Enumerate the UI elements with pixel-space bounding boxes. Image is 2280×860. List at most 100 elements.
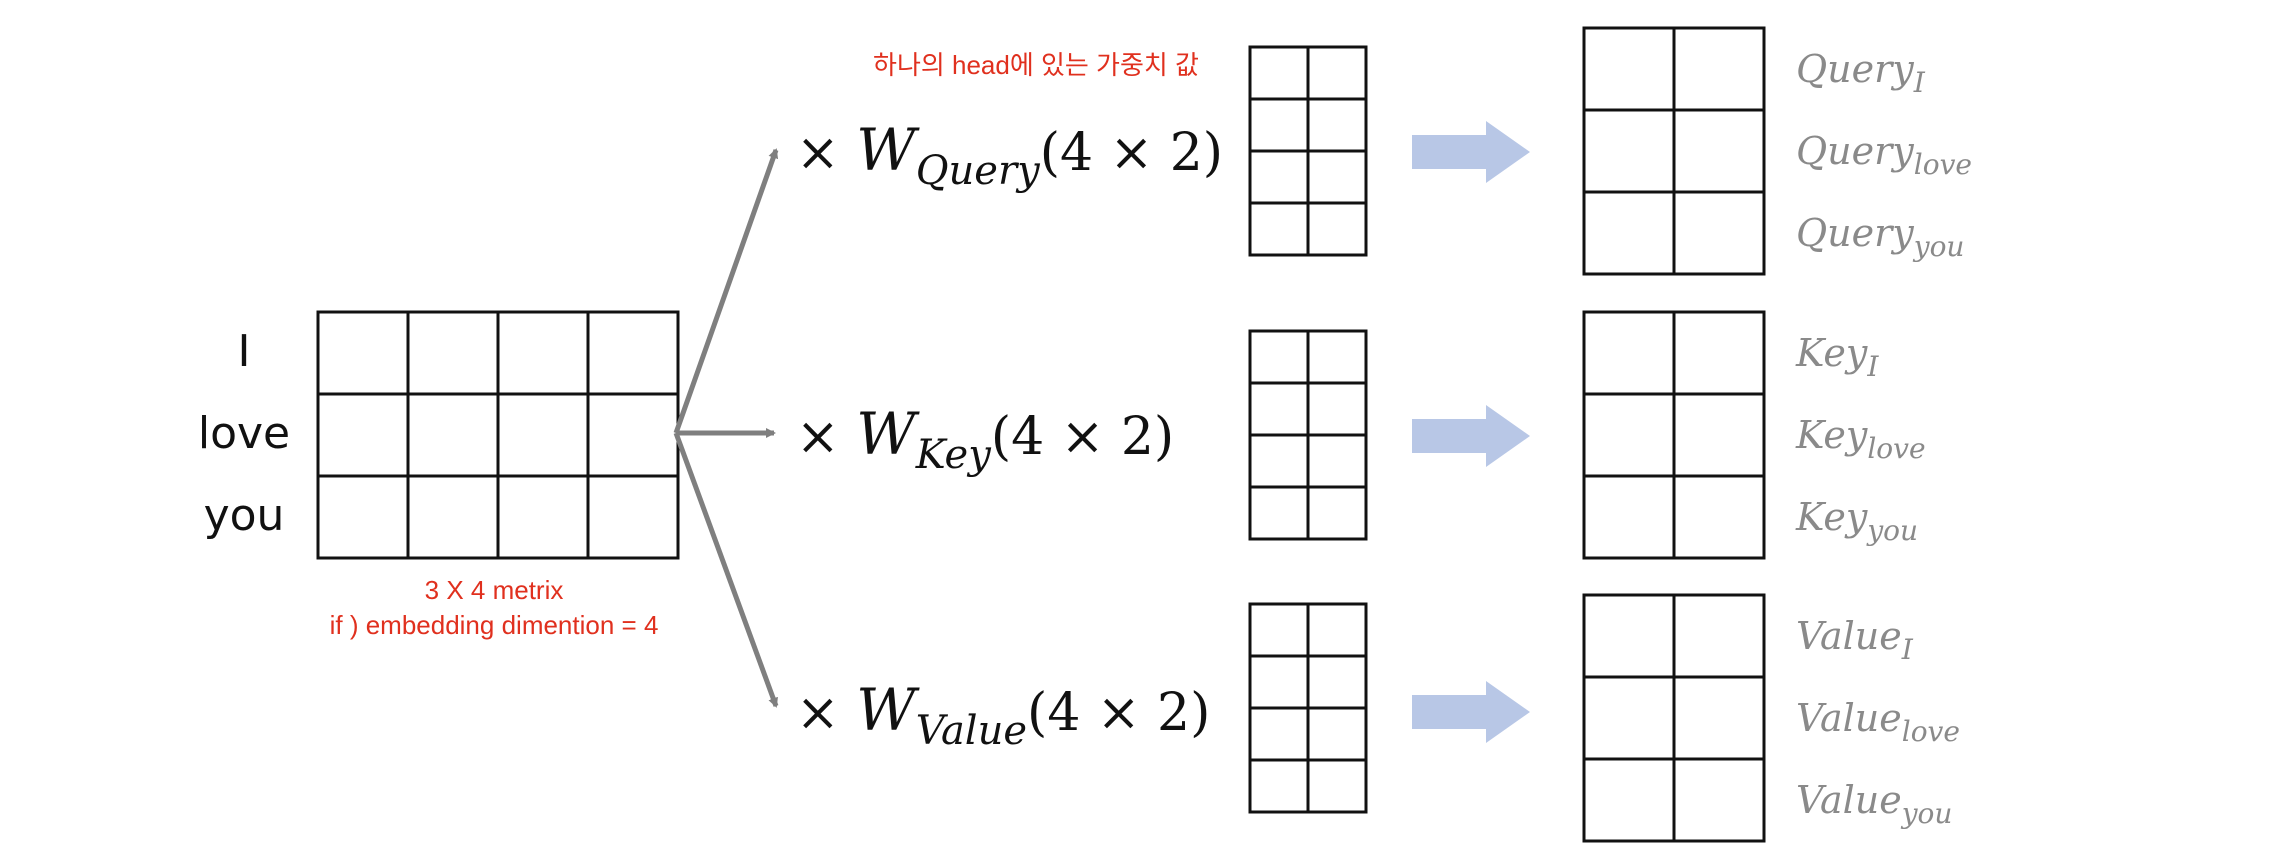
matrix-cell bbox=[1248, 758, 1310, 814]
matrix-cell bbox=[1306, 149, 1368, 205]
flow-arrow-icon bbox=[1412, 681, 1530, 743]
matrix-cell bbox=[1248, 485, 1310, 541]
output-label-main: Key bbox=[1795, 413, 1868, 457]
output-label-query-love: Querylove bbox=[1796, 129, 1972, 181]
matrix-cell bbox=[496, 474, 590, 560]
matrix-cell bbox=[1582, 392, 1676, 478]
matrix-cell bbox=[406, 310, 500, 396]
output-label-subscript: love bbox=[1902, 715, 1960, 748]
matrix-cell bbox=[1248, 329, 1310, 385]
matrix-cell bbox=[1248, 602, 1310, 658]
output-label-key-i: KeyI bbox=[1795, 331, 1879, 383]
output-label-subscript: I bbox=[1913, 66, 1926, 99]
weight-subscript: Key bbox=[915, 432, 992, 478]
weight-subscript: Query bbox=[916, 148, 1041, 194]
matrix-cell bbox=[1248, 381, 1310, 437]
output-label-subscript: love bbox=[1914, 148, 1972, 181]
matrix-cell bbox=[1306, 654, 1368, 710]
matrix-cell bbox=[1306, 485, 1368, 541]
output-label-value-you: Valueyou bbox=[1796, 778, 1952, 830]
weight-dimensions: (4 × 2) bbox=[1027, 683, 1210, 743]
output-matrix-value bbox=[1582, 593, 1766, 843]
projection-formula: × WKey(4 × 2) bbox=[796, 400, 1174, 478]
token-label-you: you bbox=[204, 490, 285, 541]
weight-matrix-key bbox=[1248, 329, 1368, 541]
weight-dimensions: (4 × 2) bbox=[991, 407, 1174, 467]
matrix-cell bbox=[1582, 474, 1676, 560]
output-label-query-you: Queryyou bbox=[1796, 211, 1964, 263]
token-label-I: I bbox=[238, 326, 251, 377]
output-label-main: Value bbox=[1796, 696, 1902, 740]
matrix-cell bbox=[1248, 654, 1310, 710]
matrix-cell bbox=[1582, 310, 1676, 396]
matrix-cell bbox=[406, 392, 500, 478]
matrix-cell bbox=[1248, 433, 1310, 489]
matrix-cell bbox=[406, 474, 500, 560]
output-label-main: Key bbox=[1795, 495, 1868, 539]
matrix-cell bbox=[586, 310, 680, 396]
matrix-cell bbox=[1672, 474, 1766, 560]
matrix-cell bbox=[1672, 392, 1766, 478]
weight-matrix-query bbox=[1248, 45, 1368, 257]
matrix-cell bbox=[316, 310, 410, 396]
matrix-cell bbox=[496, 310, 590, 396]
weight-symbol: W bbox=[856, 676, 920, 744]
matrix-cell bbox=[1306, 758, 1368, 814]
output-label-subscript: I bbox=[1901, 633, 1914, 666]
matrix-cell bbox=[496, 392, 590, 478]
output-label-subscript: you bbox=[1912, 230, 1965, 263]
matrix-cell bbox=[1306, 706, 1368, 762]
matrix-cell bbox=[1582, 108, 1676, 194]
weight-symbol: W bbox=[856, 400, 920, 468]
flow-arrow-icon bbox=[1412, 121, 1530, 183]
matrix-cell bbox=[1582, 757, 1676, 843]
output-label-key-you: Keyyou bbox=[1795, 495, 1918, 547]
weight-matrix-value bbox=[1248, 602, 1368, 814]
matrix-cell bbox=[1582, 675, 1676, 761]
head-weights-note: 하나의 head에 있는 가중치 값 bbox=[873, 50, 1199, 80]
output-label-main: Query bbox=[1796, 47, 1914, 91]
output-label-query-i: QueryI bbox=[1796, 47, 1926, 99]
matrix-cell bbox=[316, 392, 410, 478]
input-embedding-matrix bbox=[316, 310, 680, 560]
matrix-cell bbox=[1672, 310, 1766, 396]
matrix-cell bbox=[1248, 149, 1310, 205]
matrix-cell bbox=[1306, 45, 1368, 101]
matrix-cell bbox=[1306, 381, 1368, 437]
output-label-value-i: ValueI bbox=[1796, 614, 1914, 666]
branch-arrow-query bbox=[673, 148, 779, 434]
output-label-subscript: I bbox=[1866, 350, 1879, 383]
weight-symbol: W bbox=[856, 116, 920, 184]
output-matrix-query bbox=[1582, 26, 1766, 276]
projection-formula: × WQuery(4 × 2) bbox=[796, 116, 1223, 194]
projection-formula: × WValue(4 × 2) bbox=[796, 676, 1210, 754]
projection-branches: × WQuery(4 × 2)QueryIQueryloveQueryyou× … bbox=[796, 26, 1972, 843]
token-label-love: love bbox=[198, 408, 290, 459]
matrix-cell bbox=[1672, 190, 1766, 276]
times-symbol: × bbox=[796, 683, 856, 743]
input-matrix-grid bbox=[316, 310, 680, 560]
embedding-dimension-note: if ) embedding dimention = 4 bbox=[330, 610, 659, 640]
matrix-cell bbox=[1306, 602, 1368, 658]
times-symbol: × bbox=[796, 407, 856, 467]
matrix-cell bbox=[316, 474, 410, 560]
weight-subscript: Value bbox=[916, 708, 1027, 754]
matrix-cell bbox=[1248, 45, 1310, 101]
matrix-cell bbox=[1306, 97, 1368, 153]
matrix-cell bbox=[1248, 706, 1310, 762]
output-label-main: Key bbox=[1795, 331, 1868, 375]
output-label-subscript: you bbox=[1900, 797, 1953, 830]
matrix-cell bbox=[1582, 190, 1676, 276]
matrix-cell bbox=[1582, 26, 1676, 112]
matrix-cell bbox=[1306, 201, 1368, 257]
matrix-cell bbox=[1582, 593, 1676, 679]
matrix-cell bbox=[1672, 26, 1766, 112]
matrix-cell bbox=[586, 392, 680, 478]
output-label-main: Value bbox=[1796, 778, 1902, 822]
output-label-main: Query bbox=[1796, 129, 1914, 173]
matrix-size-note: 3 X 4 metrix bbox=[425, 575, 564, 605]
